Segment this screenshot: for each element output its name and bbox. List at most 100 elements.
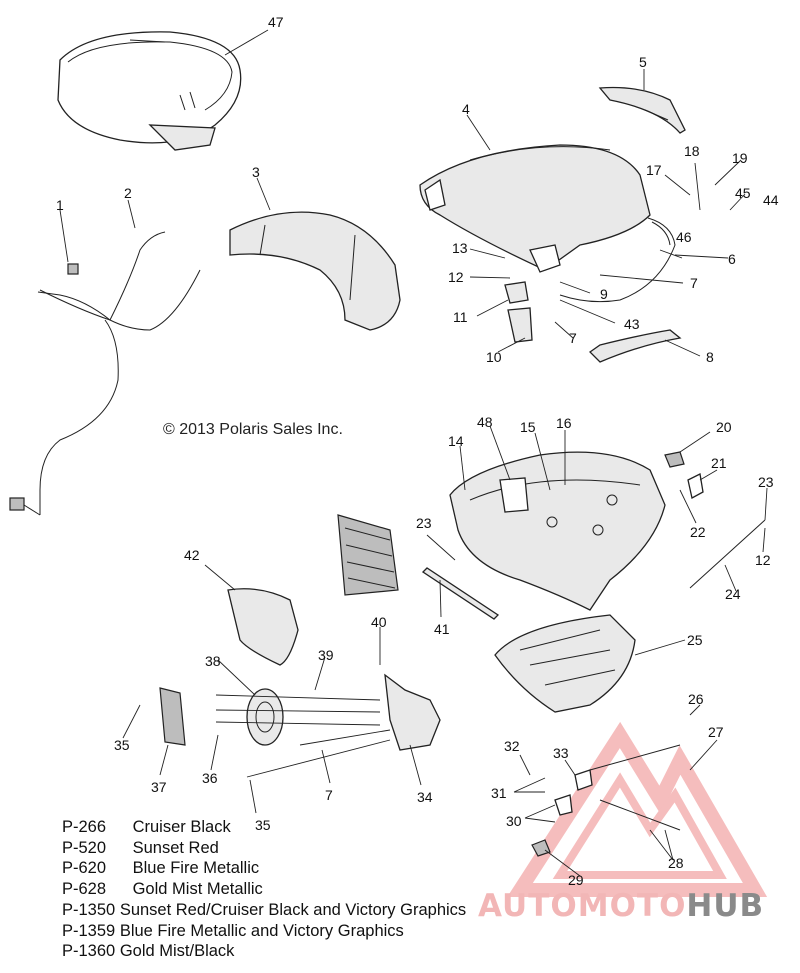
latch-21	[687, 473, 704, 499]
label-26: 26	[688, 691, 704, 707]
label-37: 37	[151, 779, 167, 795]
hinge-parts-30	[531, 744, 681, 857]
label-35: 35	[114, 737, 130, 753]
color-code-row: P-520 Sunset Red	[62, 838, 466, 859]
label-48: 48	[477, 414, 493, 430]
watermark-part1: AUTO	[478, 888, 578, 924]
trunk-lid-4	[419, 144, 651, 273]
color-name: Gold Mist/Black	[119, 942, 235, 961]
label-33: 33	[553, 745, 569, 761]
label-15: 15	[520, 419, 536, 435]
watermark-text: AUTOMOTOHUB	[478, 888, 764, 924]
label-43: 43	[624, 316, 640, 332]
label-23: 23	[758, 474, 774, 490]
label-39: 39	[318, 647, 334, 663]
seal-6	[559, 217, 676, 303]
label-2: 2	[124, 185, 132, 201]
label-34: 34	[417, 789, 433, 805]
label-13: 13	[452, 240, 468, 256]
color-name: Blue Fire Metallic	[132, 859, 260, 878]
label-20: 20	[716, 419, 732, 435]
label-14: 14	[448, 433, 464, 449]
label-45: 45	[735, 185, 751, 201]
label-1: 1	[56, 197, 64, 213]
color-name: Sunset Red/Cruiser Black and Victory Gra…	[119, 900, 467, 919]
color-code-list: P-266 Cruiser Black P-520 Sunset Red P-6…	[62, 817, 466, 962]
speaker-cover-42	[227, 588, 299, 666]
color-code-row: P-266 Cruiser Black	[62, 817, 466, 838]
wiring-harness-2	[9, 231, 201, 516]
watermark-part3: HUB	[686, 888, 765, 924]
watermark-logo	[507, 721, 768, 897]
copyright-notice: © 2013 Polaris Sales Inc.	[163, 421, 343, 438]
label-12: 12	[448, 269, 464, 285]
label-21: 21	[711, 455, 727, 471]
leader-lines	[59, 29, 768, 877]
label-35-b: 35	[255, 817, 271, 833]
label-42: 42	[184, 547, 200, 563]
color-code: P-628	[62, 880, 107, 899]
strip-41	[421, 567, 500, 620]
color-code: P-520	[62, 838, 107, 857]
label-30: 30	[506, 813, 522, 829]
label-31: 31	[491, 785, 507, 801]
liner-25	[494, 614, 636, 713]
label-9: 9	[600, 286, 608, 302]
label-11: 11	[453, 309, 468, 325]
label-5: 5	[639, 54, 647, 70]
color-name: Sunset Red	[132, 838, 219, 857]
label-29: 29	[568, 872, 584, 888]
speaker-38	[246, 688, 284, 746]
label-18: 18	[684, 143, 700, 159]
label-12-b: 12	[755, 552, 771, 568]
cover-3	[229, 211, 401, 331]
knob-20	[664, 451, 685, 468]
color-code: P-1360	[62, 942, 116, 961]
label-23-b: 23	[416, 515, 432, 531]
label-44: 44	[763, 192, 779, 208]
label-10: 10	[486, 349, 502, 365]
label-41: 41	[434, 621, 450, 637]
color-name: Blue Fire Metallic and Victory Graphics	[119, 921, 404, 940]
grille-37	[159, 687, 186, 746]
color-code-row: P-1350 Sunset Red/Cruiser Black and Vict…	[62, 900, 466, 921]
rail-8	[588, 329, 682, 363]
color-code: P-1359	[62, 921, 116, 940]
color-code-row: P-628 Gold Mist Metallic	[62, 879, 466, 900]
label-28: 28	[668, 855, 684, 871]
color-name: Cruiser Black	[132, 818, 231, 836]
grille-panel	[337, 514, 399, 596]
label-24: 24	[725, 586, 741, 602]
bracket-11	[504, 281, 533, 343]
color-code-row: P-620 Blue Fire Metallic	[62, 858, 466, 879]
rod-24	[689, 519, 766, 589]
color-code: P-1350	[62, 900, 116, 919]
label-32: 32	[504, 738, 520, 754]
speaker-pod-34	[384, 673, 441, 751]
watermark-part2: MOTO	[577, 888, 687, 924]
label-38: 38	[205, 653, 221, 669]
label-47: 47	[268, 14, 284, 30]
color-code: P-266	[62, 818, 107, 836]
soft-bag-47	[57, 31, 242, 151]
label-36: 36	[202, 770, 218, 786]
light-5	[598, 86, 686, 134]
label-8: 8	[706, 349, 714, 365]
label-7-b: 7	[569, 330, 577, 346]
label-17: 17	[646, 162, 662, 178]
label-6: 6	[728, 251, 736, 267]
color-code: P-620	[62, 859, 107, 878]
label-7-c: 7	[325, 787, 333, 803]
label-27: 27	[708, 724, 724, 740]
color-name: Gold Mist Metallic	[132, 880, 263, 899]
color-code-row: P-1360 Gold Mist/Black	[62, 941, 466, 962]
label-22: 22	[690, 524, 706, 540]
label-4: 4	[462, 101, 470, 117]
trunk-body-14	[449, 451, 666, 611]
label-16: 16	[556, 415, 572, 431]
color-code-row: P-1359 Blue Fire Metallic and Victory Gr…	[62, 921, 466, 942]
label-25: 25	[687, 632, 703, 648]
label-19: 19	[732, 150, 748, 166]
label-40: 40	[371, 614, 387, 630]
